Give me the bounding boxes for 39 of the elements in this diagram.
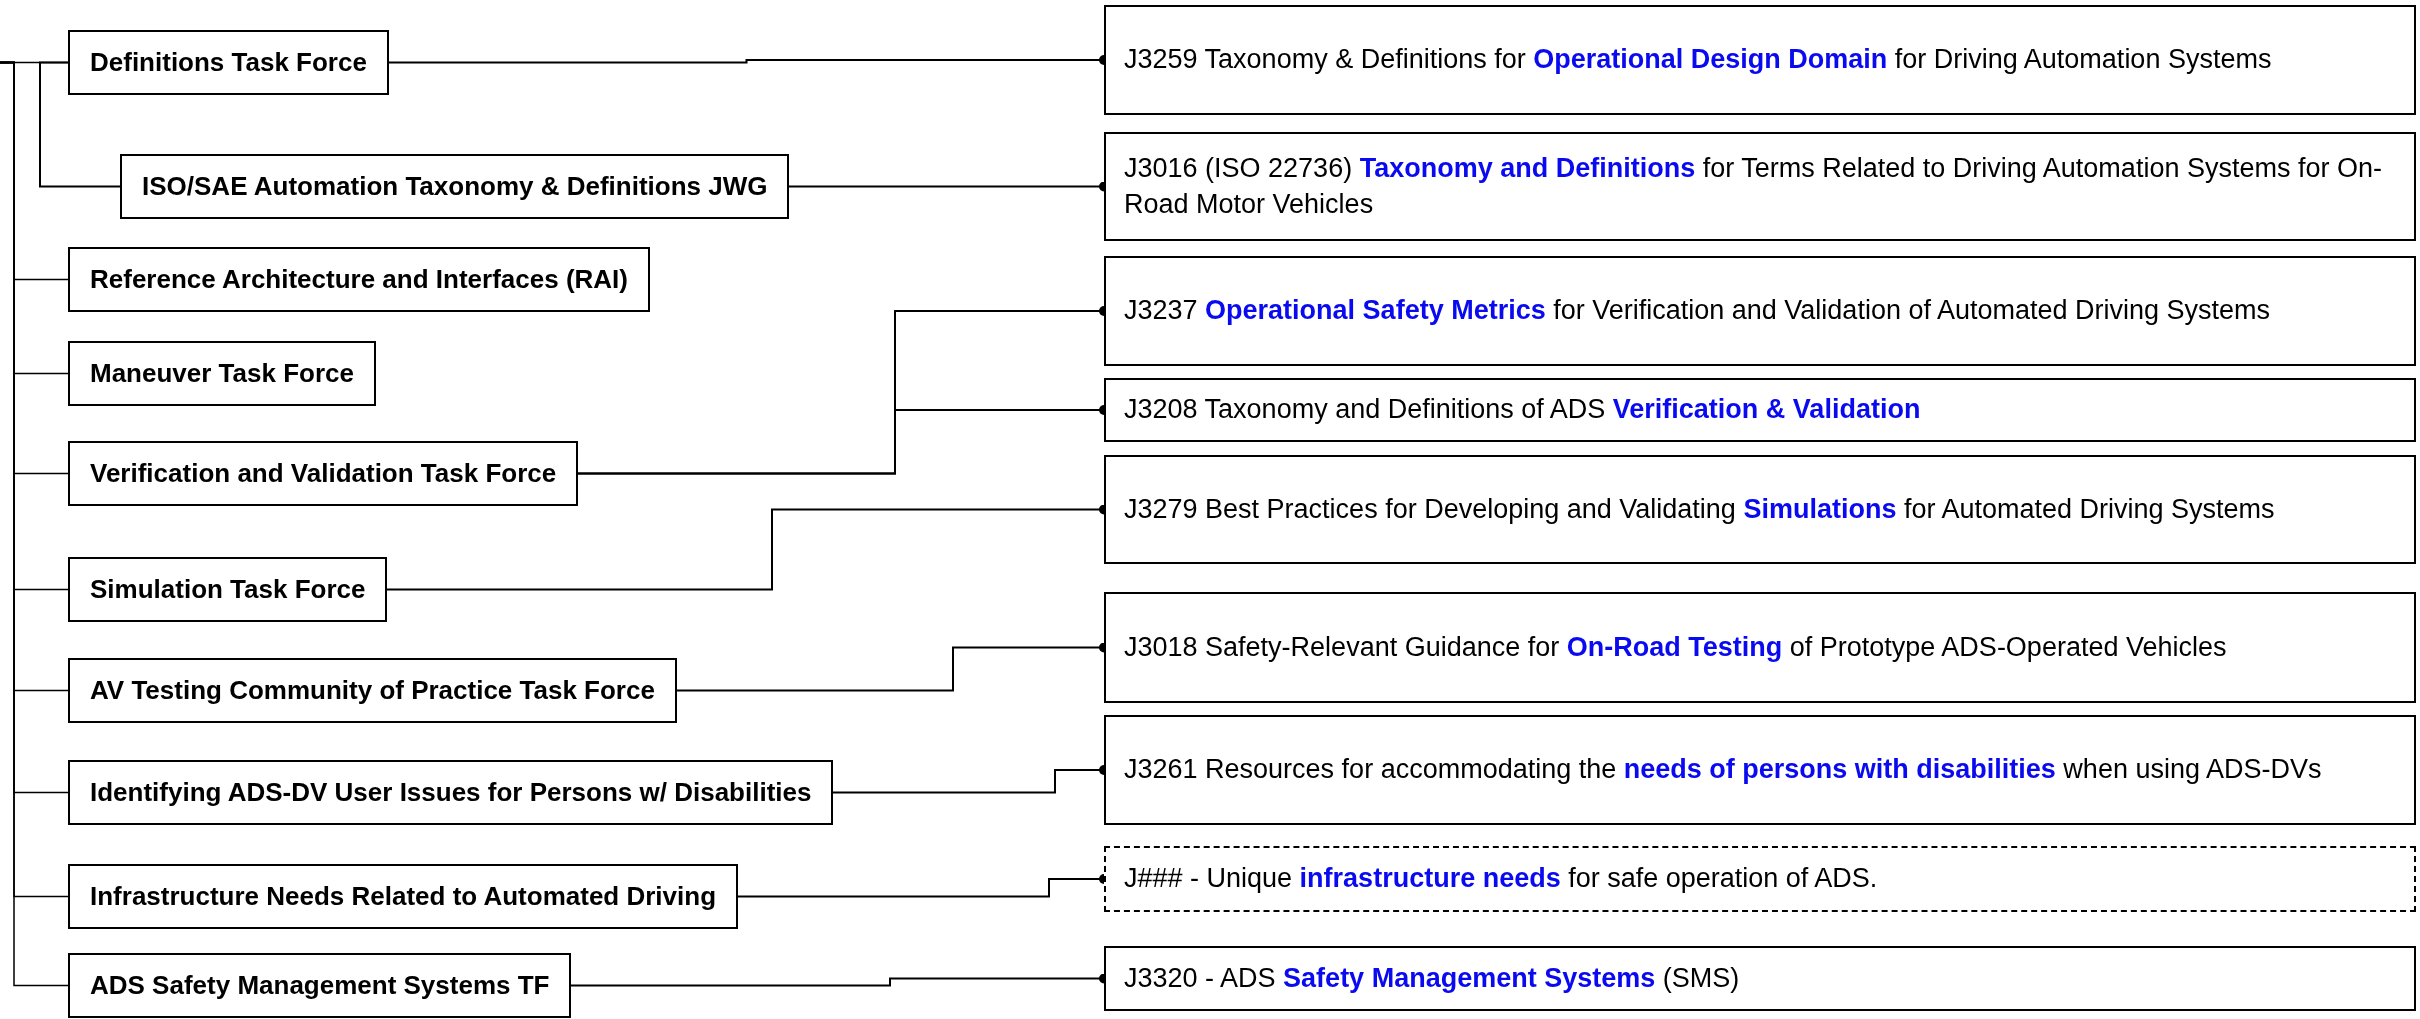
task-force-box <box>68 760 834 825</box>
standard-title: J3018 Safety-Relevant Guidance for On-Road Testing of Prototype ADS-Operated Vehicles <box>1124 630 2227 664</box>
standard-title: J3016 (ISO 22736) Taxonomy and Definitions for Terms Related to Driving Automation Systems for On-Road Motor Vehicles <box>1124 152 2383 221</box>
task-force-box <box>68 341 376 406</box>
task-force-box <box>68 658 677 723</box>
task-force-box <box>120 154 790 219</box>
task-force-name: Maneuver Task Force <box>90 358 354 389</box>
standard-title: J3237 Operational Safety Metrics for Verification and Validation of Automated Driving Systems <box>1124 294 2271 328</box>
standard-box <box>1104 592 2416 703</box>
standard-title: J3279 Best Practices for Developing and Validating Simulations for Automated Driving Systems <box>1124 492 2275 526</box>
standard-box <box>1104 378 2416 442</box>
standard-box <box>1104 5 2416 115</box>
task-force-name: Reference Architecture and Interfaces (RAI) <box>90 264 628 295</box>
task-force-name: ISO/SAE Automation Taxonomy & Definitions JWG <box>142 171 768 202</box>
standard-box <box>1104 455 2416 564</box>
planned-standard-box <box>1104 846 2416 912</box>
task-force-name: Verification and Validation Task Force <box>90 458 557 489</box>
task-force-box <box>68 30 389 95</box>
task-force-box <box>68 441 579 506</box>
task-force-box <box>68 953 572 1018</box>
task-force-name: Simulation Task Force <box>90 574 366 605</box>
task-force-name: Identifying ADS-DV User Issues for Persons w/ Disabilities <box>90 777 812 808</box>
connector-line <box>39 61 121 188</box>
task-force-name: Definitions Task Force <box>90 47 367 78</box>
standard-box <box>1104 132 2416 241</box>
standard-title: J3320 - ADS Safety Management Systems (SMS) <box>1124 961 1740 995</box>
standard-title: J3261 Resources for accommodating the needs of persons with disabilities when using ADS-DVs <box>1124 753 2322 787</box>
task-force-name: ADS Safety Management Systems TF <box>90 970 550 1001</box>
standard-box <box>1104 256 2416 366</box>
task-force-box <box>68 247 650 312</box>
task-force-box <box>68 557 388 622</box>
standard-title: J3259 Taxonomy & Definitions for Operational Design Domain for Driving Automation Systems <box>1124 43 2272 77</box>
task-force-box <box>68 864 739 929</box>
task-force-name: AV Testing Community of Practice Task Force <box>90 675 655 706</box>
standard-box <box>1104 715 2416 825</box>
standard-box <box>1104 946 2416 1011</box>
standard-title: J3208 Taxonomy and Definitions of ADS Verification & Validation <box>1124 393 1921 427</box>
standard-title: J### - Unique infrastructure needs for safe operation of ADS. <box>1124 862 1878 896</box>
task-force-name: Infrastructure Needs Related to Automated Driving <box>90 881 717 912</box>
